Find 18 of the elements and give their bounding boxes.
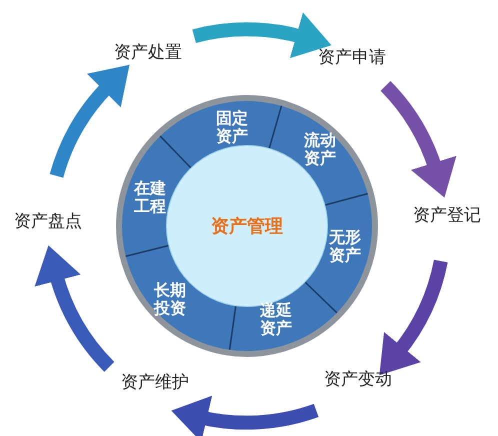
segment-label: 递延资产 bbox=[259, 302, 293, 338]
curved-arrow bbox=[35, 246, 114, 372]
curved-arrow bbox=[170, 395, 318, 436]
segment-label: 在建工程 bbox=[133, 180, 167, 216]
curved-arrow bbox=[192, 12, 332, 59]
step-label: 资产登记 bbox=[413, 203, 481, 229]
curved-arrow bbox=[380, 259, 448, 376]
segment-label: 无形资产 bbox=[328, 228, 362, 266]
step-label: 资产盘点 bbox=[14, 209, 82, 235]
step-label: 资产申请 bbox=[318, 45, 386, 71]
segment-label: 固定资产 bbox=[215, 110, 249, 146]
curved-arrow bbox=[50, 63, 128, 178]
curved-arrow bbox=[380, 81, 456, 198]
segment-label: 流动资产 bbox=[303, 132, 337, 168]
step-label: 资产维护 bbox=[121, 370, 189, 396]
step-label: 资产变动 bbox=[324, 367, 392, 393]
segment-label: 长期投资 bbox=[153, 282, 187, 318]
step-label: 资产处置 bbox=[114, 40, 182, 66]
